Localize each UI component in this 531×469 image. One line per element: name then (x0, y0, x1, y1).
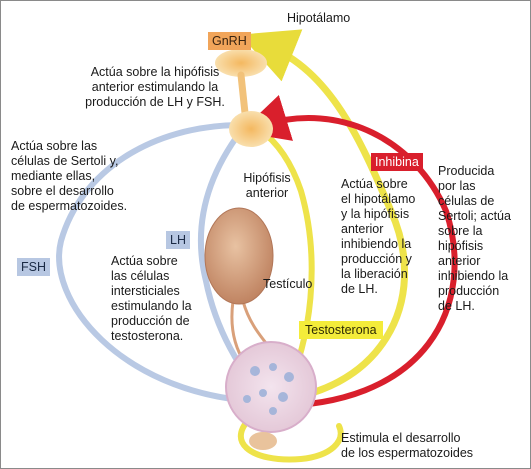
lh-tag: LH (166, 231, 190, 249)
tubule-cells (243, 363, 294, 415)
inhibina-pathway (240, 95, 458, 410)
inhibina-tag: Inhibina (371, 153, 423, 171)
lh-description: Actúa sobre las células intersticiales e… (111, 254, 192, 343)
tubule-section-shape (225, 341, 317, 433)
fsh-tag: FSH (17, 258, 50, 276)
fsh-description: Actúa sobre las células de Sertoli y, me… (11, 139, 128, 213)
hipofisis-label: Hipófisis anterior (243, 171, 291, 200)
testosterona-to-hypothalamus-pathway (240, 29, 409, 405)
inhibina-description: Producida por las células de Sertoli; ac… (438, 164, 511, 313)
testosterona-to-sperm-pathway (238, 410, 344, 463)
pituitary-stalk (237, 71, 249, 117)
hipotalamo-label: Hipotálamo (287, 11, 351, 25)
testicle-shape (204, 207, 274, 305)
anterior-pituitary-shape (229, 111, 273, 147)
testosterona-tag: Testosterona (299, 321, 383, 339)
gnrh-description: Actúa sobre la hipófisis anterior estimu… (85, 65, 225, 109)
esperma-description: Estimula el desarrollo de los espermatoz… (341, 431, 474, 460)
fsh-pathway (56, 122, 254, 404)
testiculo-label: Testículo (263, 277, 313, 291)
hypothalamus-shape (215, 49, 267, 77)
testosterona-description: Actúa sobre el hipotálamo y la hipófisis… (341, 177, 416, 296)
gnrh-tag: GnRH (208, 32, 251, 50)
testosterona-to-pituitary-pathway (256, 126, 315, 394)
sperm-cluster-shape (249, 432, 277, 450)
